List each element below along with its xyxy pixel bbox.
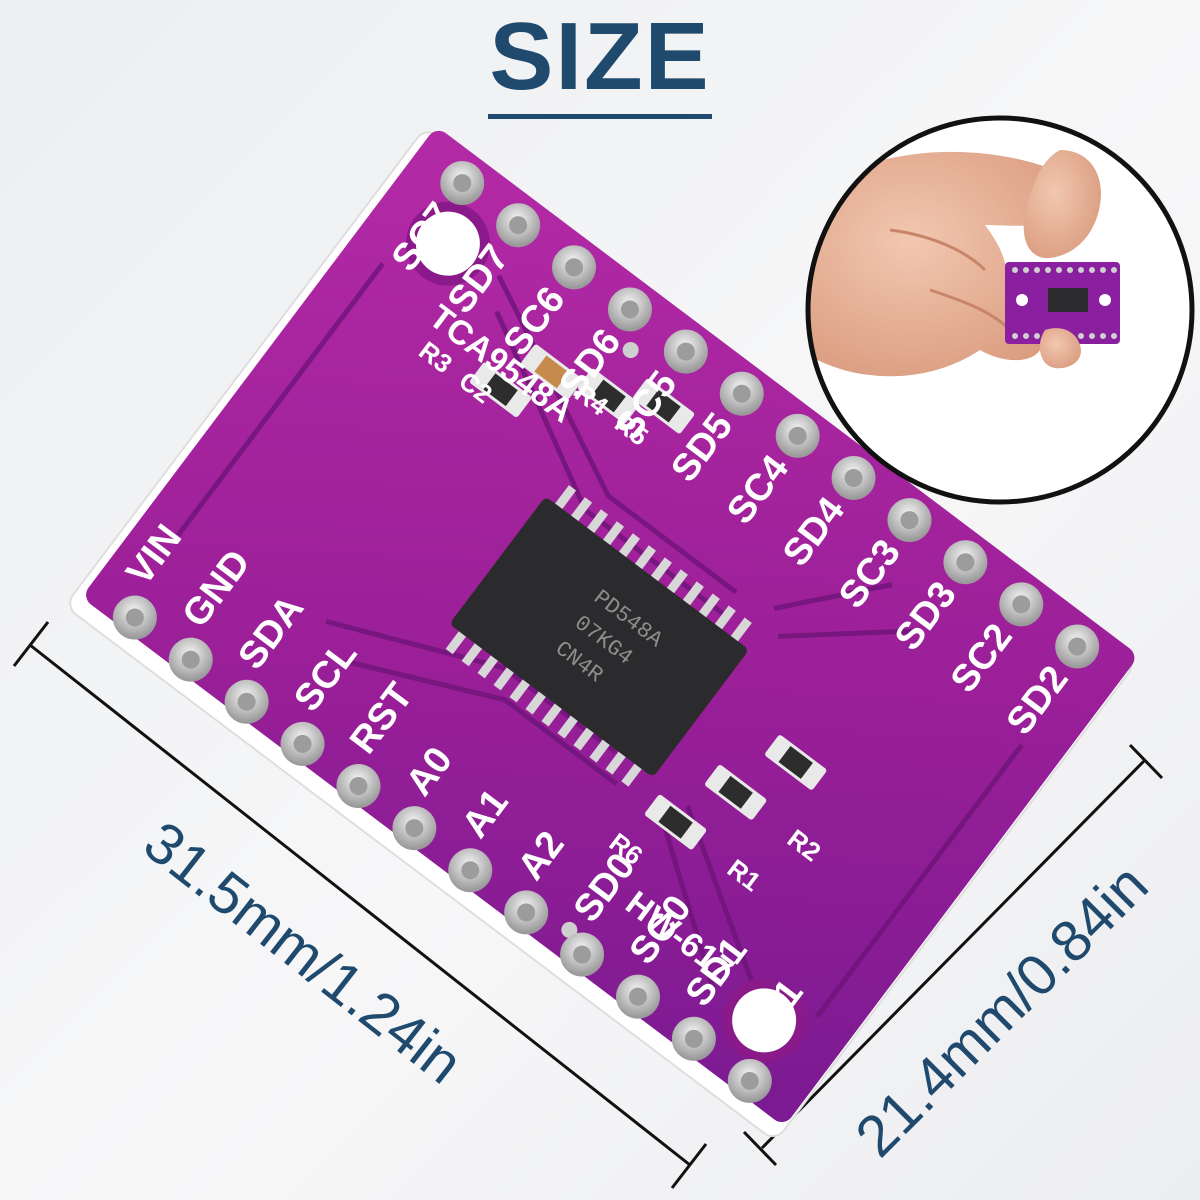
title-underline — [488, 114, 712, 119]
scale-inset — [805, 115, 1195, 505]
thumb-shape — [1023, 150, 1101, 259]
pcb-board: PD548A 07KG4 CN4R TCA9548A R3 C2 R4 R5 R… — [69, 130, 1135, 1137]
finger-tip — [1039, 328, 1081, 369]
ic-chip: PD548A 07KG4 CN4R — [445, 485, 752, 787]
right-pin-row — [440, 161, 1100, 669]
smd-components — [469, 344, 827, 850]
left-pin-row — [112, 595, 772, 1103]
page-title: SIZE — [489, 3, 711, 110]
